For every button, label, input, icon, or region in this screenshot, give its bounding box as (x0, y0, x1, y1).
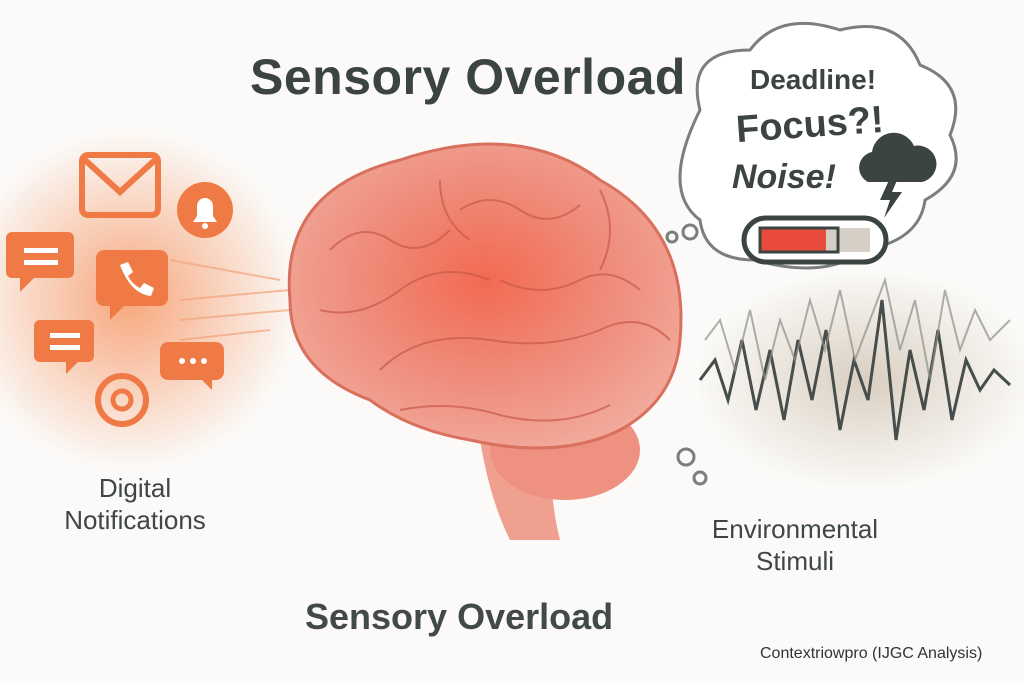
typing-icon (160, 342, 224, 390)
bubble-dot (665, 230, 679, 244)
brain-illustration (287, 142, 683, 540)
digital-notifications-label: Digital Notifications (60, 472, 210, 536)
chat-icon (6, 232, 74, 292)
bubble-dot (681, 223, 699, 241)
at-sign-icon (95, 373, 149, 427)
phone-icon (96, 250, 168, 320)
burst-lines (169, 259, 291, 341)
bubble-dot (676, 447, 696, 467)
battery-fill (760, 228, 826, 252)
credit: Contextriowpro (IJGC Analysis) (760, 645, 983, 662)
environmental-stimuli-label: Environmental Stimuli (690, 513, 900, 577)
chat-icon (34, 320, 94, 374)
battery-indicator (741, 215, 889, 265)
storm-cloud-icon (859, 132, 937, 218)
thought-bubble (678, 21, 958, 270)
envelope-icon (79, 152, 161, 218)
label-line: Environmental (711, 514, 879, 544)
thought-line-deadline: Deadline! (750, 64, 877, 95)
label-line: Stimuli (755, 546, 834, 576)
bottom-title: Sensory Overload (305, 596, 614, 637)
bell-icon (177, 182, 233, 238)
thought-line-noise: Noise! (732, 158, 836, 196)
bubble-dot (692, 470, 708, 486)
label-line: Notifications (64, 505, 206, 535)
label-line: Digital (98, 473, 172, 503)
page-title: Sensory Overload (250, 49, 686, 105)
